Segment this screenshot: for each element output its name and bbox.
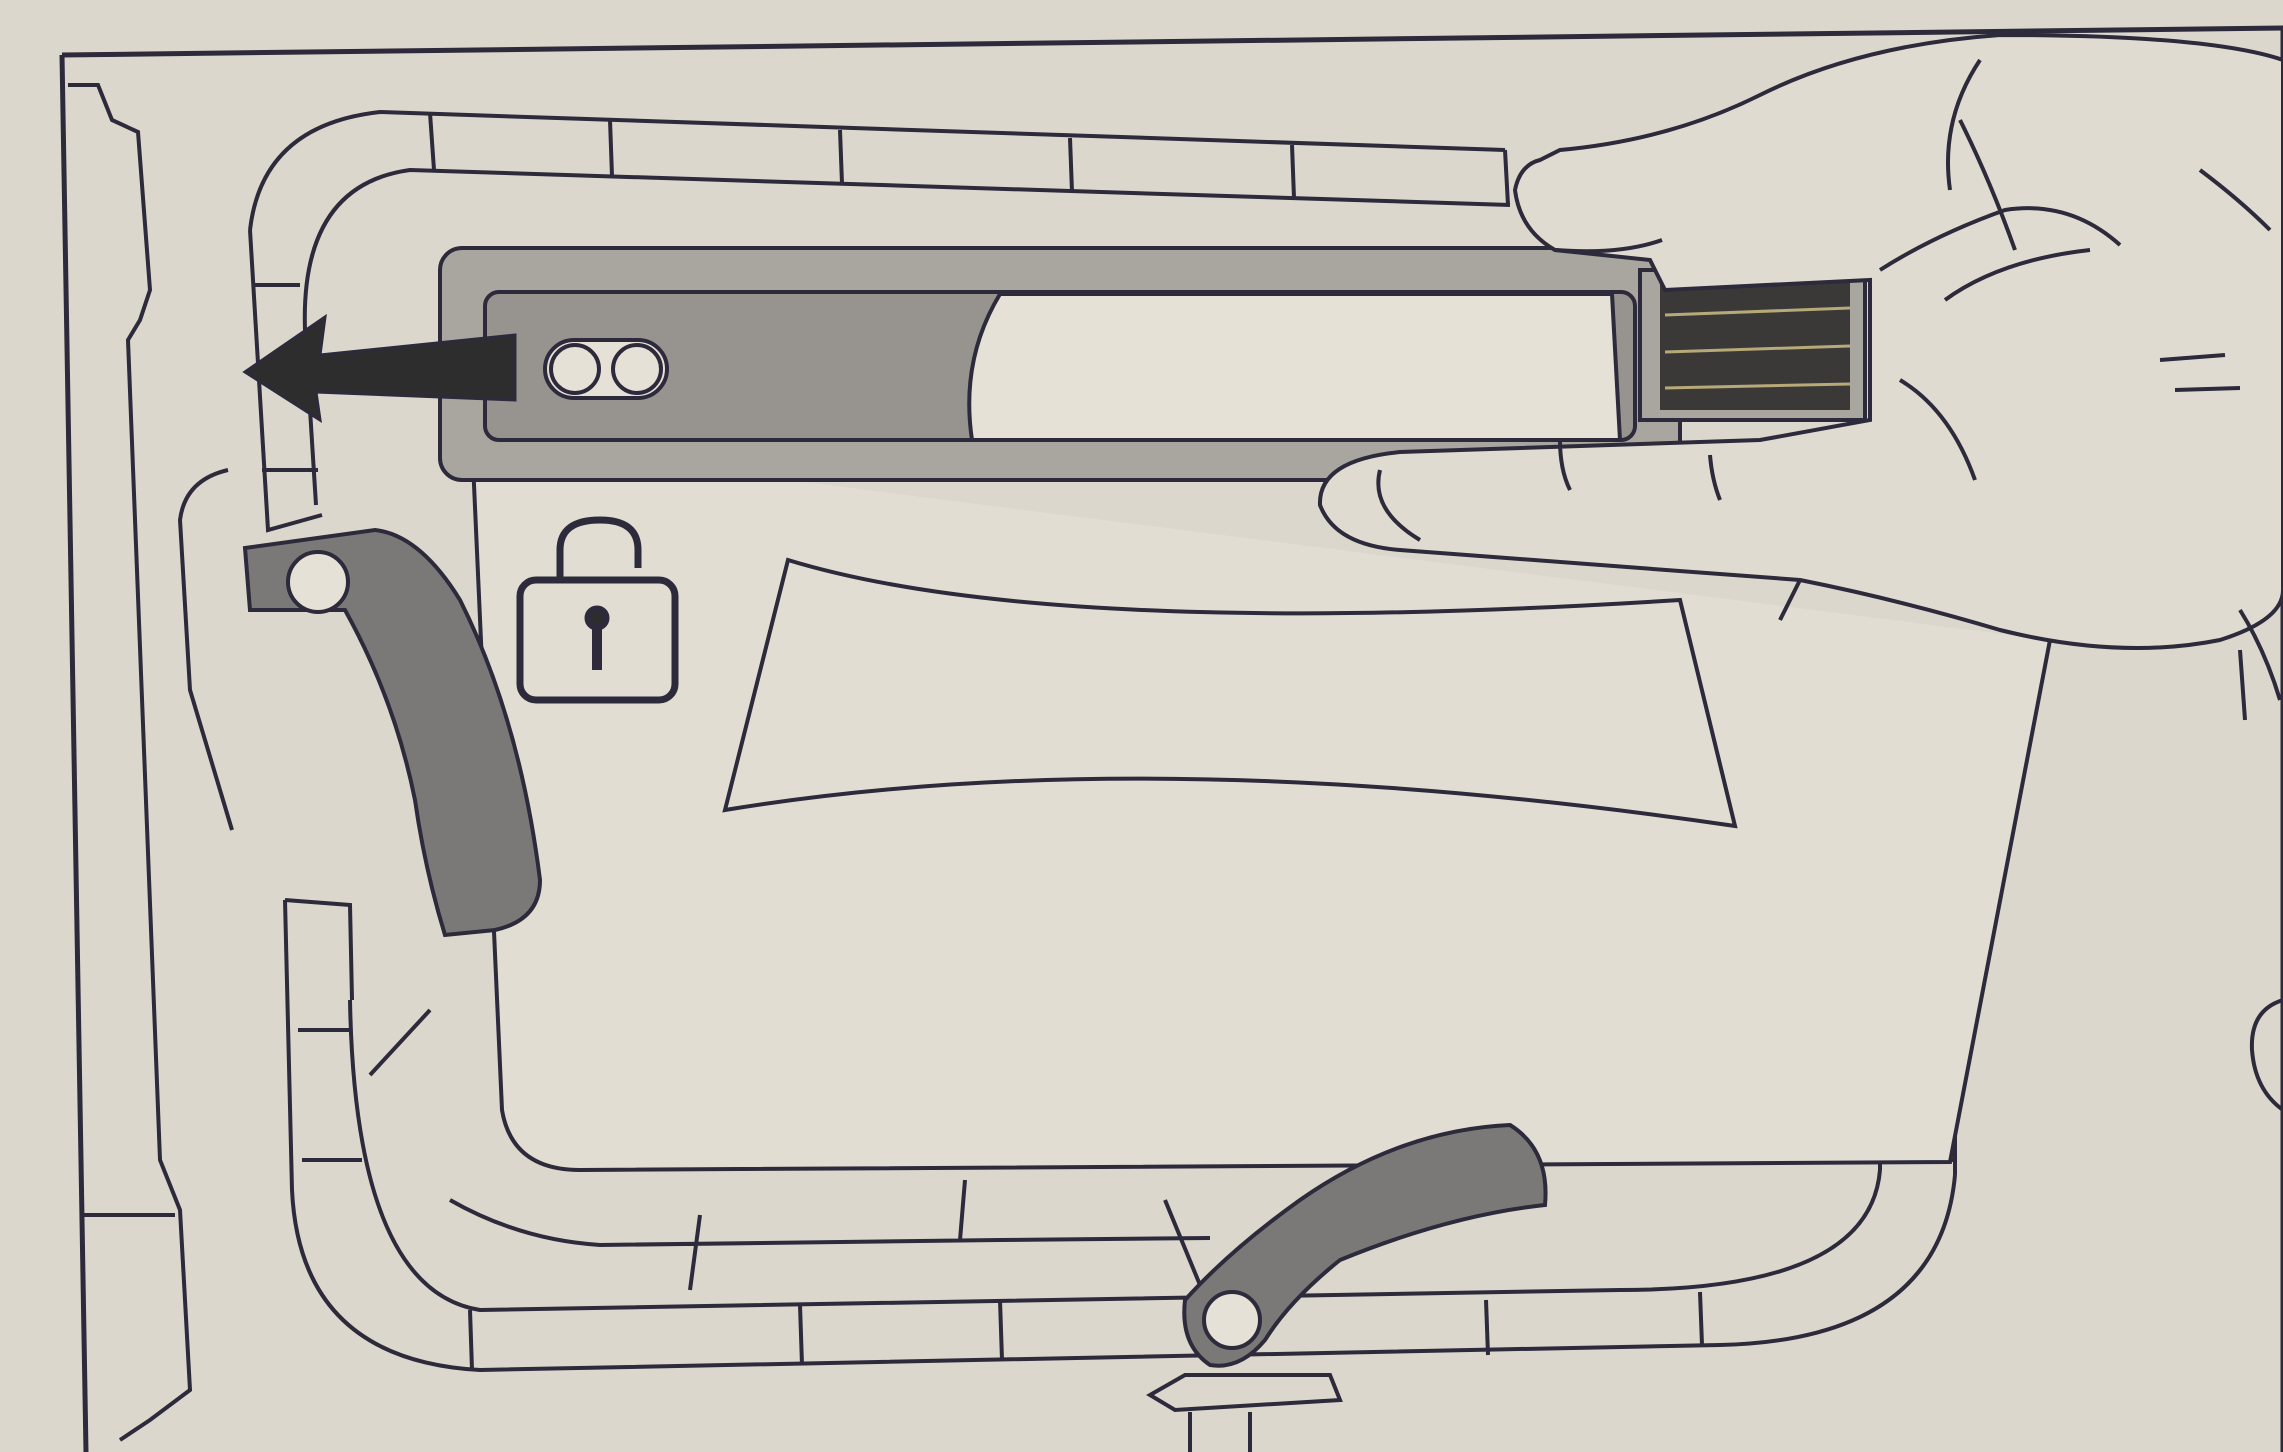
left-door-edge bbox=[68, 85, 190, 1440]
slider-track-light bbox=[969, 294, 1620, 440]
right-edge-detail bbox=[2252, 1000, 2283, 1110]
keyhole-slot-icon bbox=[545, 340, 667, 398]
bottom-clip bbox=[1150, 1125, 1546, 1452]
brush-bristles-icon bbox=[1640, 270, 1865, 420]
